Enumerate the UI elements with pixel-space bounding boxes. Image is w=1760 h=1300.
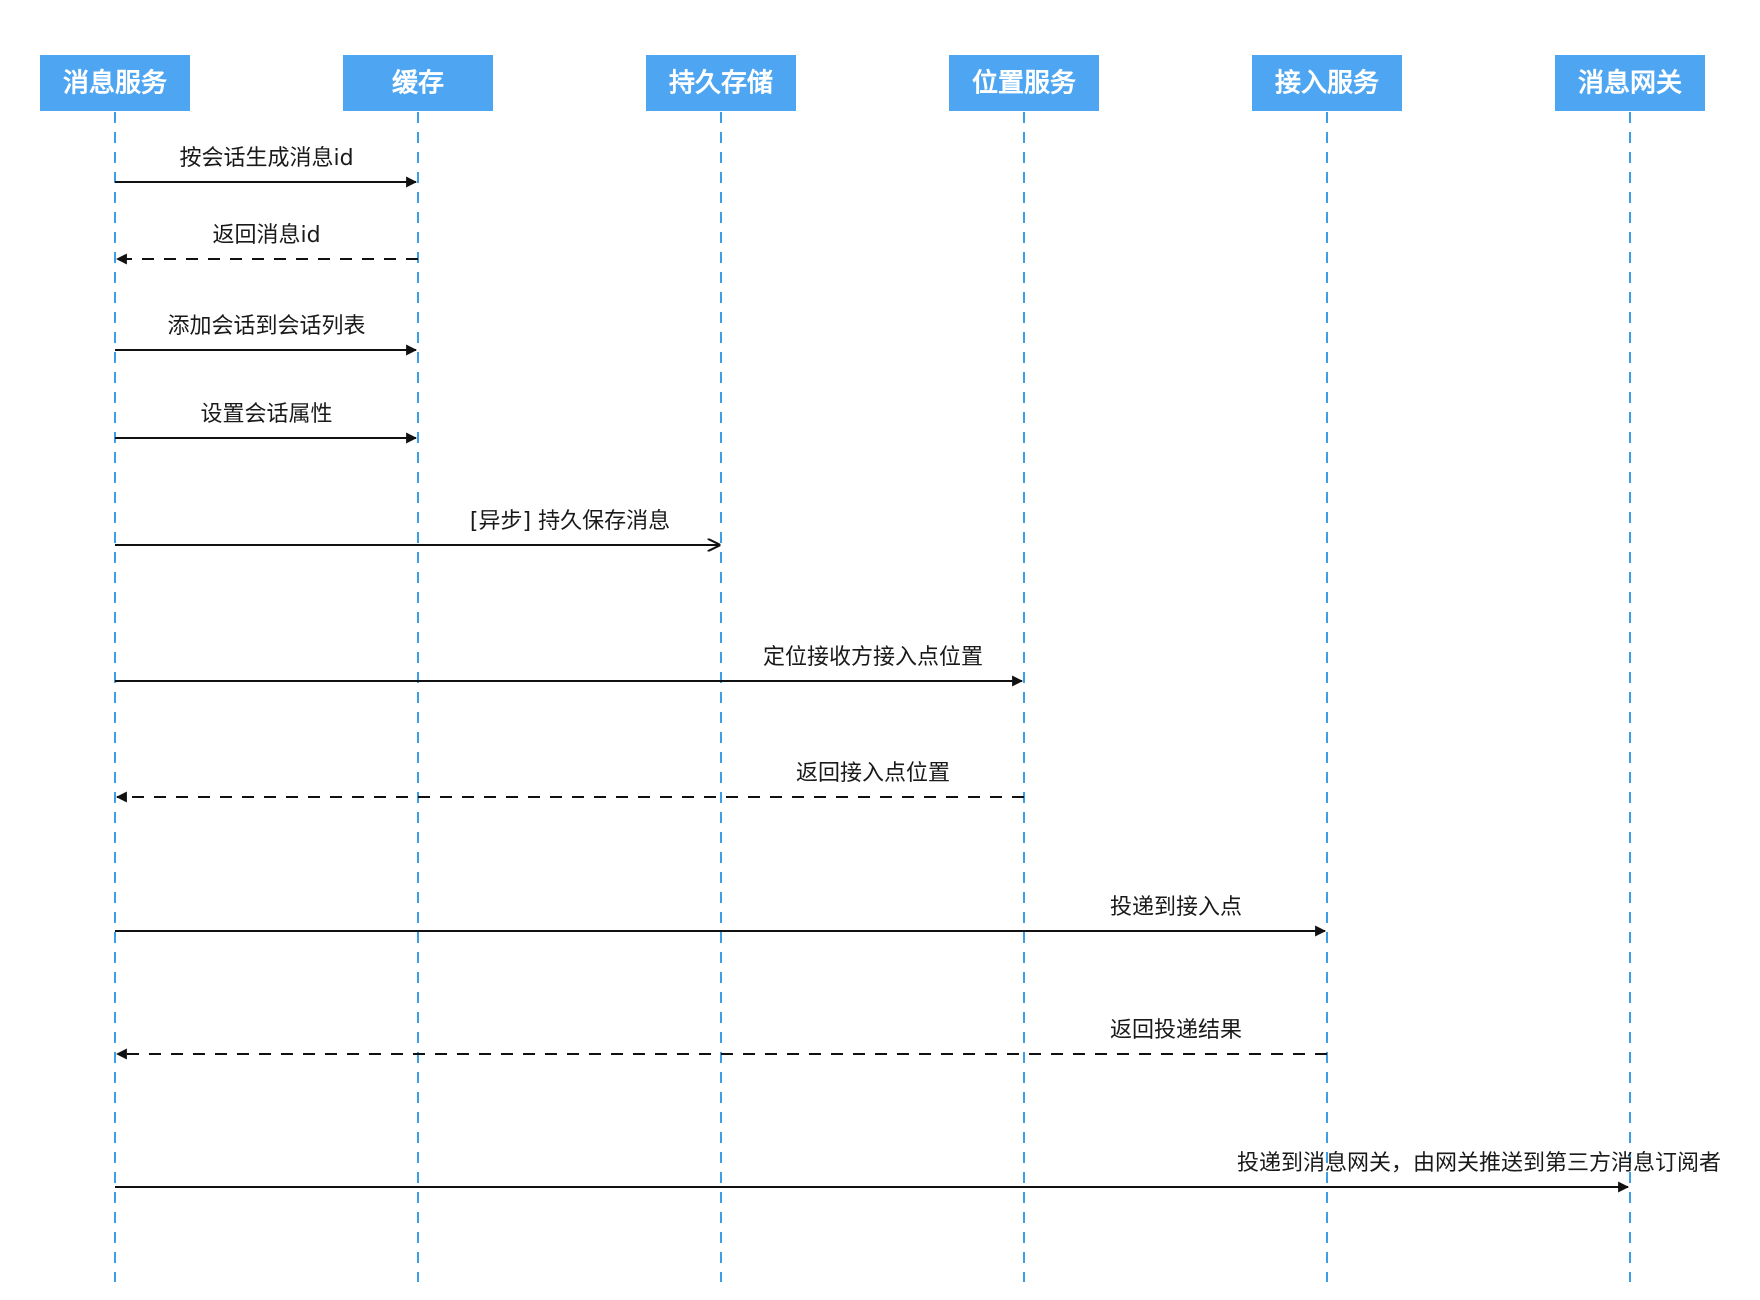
participant-box xyxy=(646,55,796,111)
message-label: 投递到接入点 xyxy=(1110,895,1242,920)
message-label: [异步] 持久保存消息 xyxy=(470,509,670,534)
participant-label: 位置服务 xyxy=(972,68,1076,99)
message-label: 返回消息id xyxy=(212,223,320,248)
participant-label: 缓存 xyxy=(392,68,444,99)
message-6: 定位接收方接入点位置 xyxy=(115,645,1024,687)
message-8: 投递到接入点 xyxy=(115,895,1327,937)
participant-box xyxy=(1252,55,1402,111)
message-7: 返回接入点位置 xyxy=(115,761,1024,803)
message-5: [异步] 持久保存消息 xyxy=(115,509,719,545)
participant-box xyxy=(343,55,493,111)
message-label: 返回接入点位置 xyxy=(796,761,950,786)
message-3: 添加会话到会话列表 xyxy=(115,314,418,356)
participant-label: 消息网关 xyxy=(1578,68,1682,99)
participant-box xyxy=(40,55,190,111)
lifelines xyxy=(114,112,1631,1282)
participant-6: 消息网关 xyxy=(1555,55,1705,111)
participant-box xyxy=(1555,55,1705,111)
message-label: 返回投递结果 xyxy=(1110,1018,1242,1043)
message-1: 按会话生成消息id xyxy=(115,146,418,188)
participant-label: 消息服务 xyxy=(63,68,167,99)
message-10: 投递到消息网关，由网关推送到第三方消息订阅者 xyxy=(115,1151,1721,1193)
message-label: 定位接收方接入点位置 xyxy=(763,645,983,670)
participant-label: 持久存储 xyxy=(669,68,773,99)
message-9: 返回投递结果 xyxy=(115,1018,1327,1060)
participant-4: 位置服务 xyxy=(949,55,1099,111)
message-label: 按会话生成消息id xyxy=(179,146,353,171)
participant-2: 缓存 xyxy=(343,55,493,111)
participant-5: 接入服务 xyxy=(1252,55,1402,111)
message-label: 设置会话属性 xyxy=(200,402,332,427)
participant-box xyxy=(949,55,1099,111)
participants: 消息服务 缓存 持久存储 位置服务 接入服务 消息网关 xyxy=(40,55,1705,111)
participant-3: 持久存储 xyxy=(646,55,796,111)
participant-1: 消息服务 xyxy=(40,55,190,111)
message-label: 添加会话到会话列表 xyxy=(167,314,365,339)
message-label: 投递到消息网关，由网关推送到第三方消息订阅者 xyxy=(1237,1151,1721,1176)
message-4: 设置会话属性 xyxy=(115,402,418,444)
message-2: 返回消息id xyxy=(115,223,418,265)
participant-label: 接入服务 xyxy=(1275,69,1379,99)
